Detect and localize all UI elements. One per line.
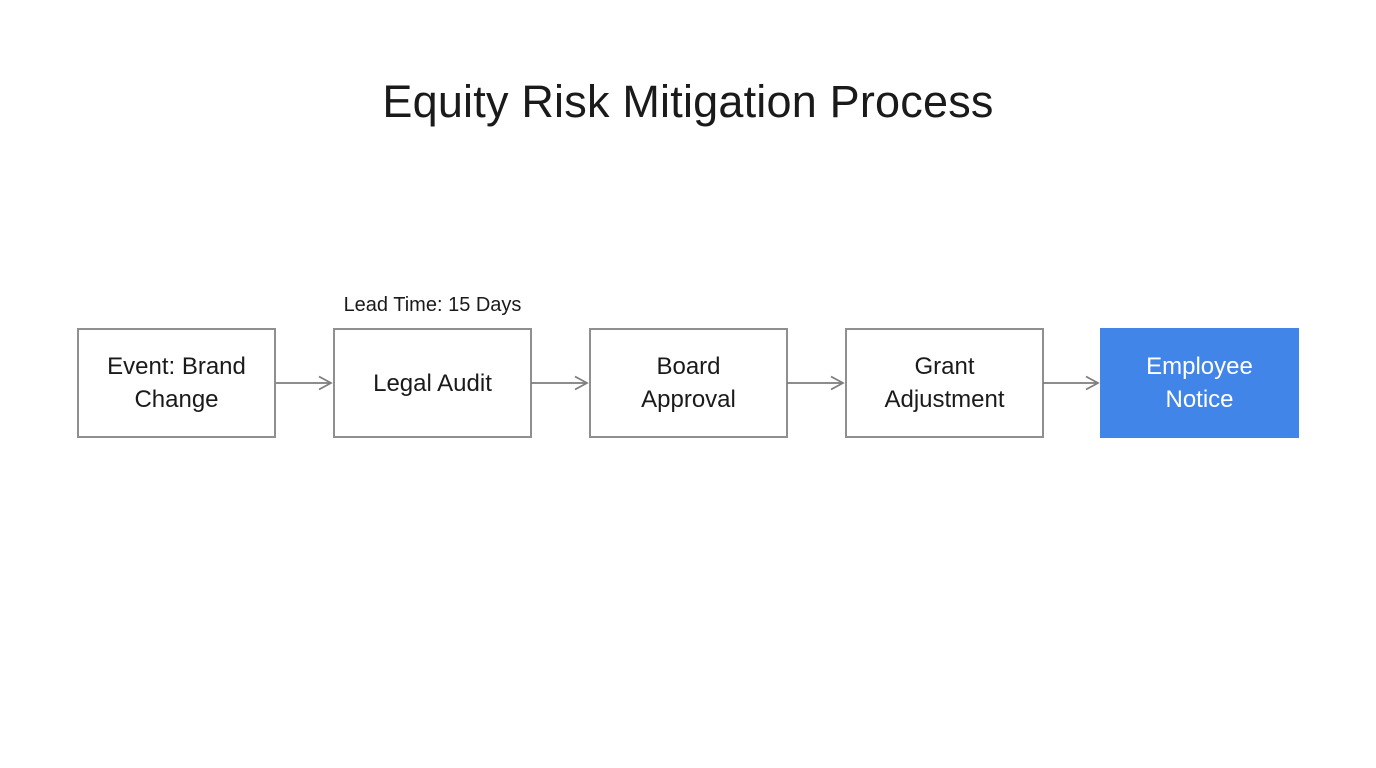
node-grant-adjustment: Grant Adjustment [845,328,1044,438]
node-label: Grant Adjustment [884,353,1005,413]
connector-arrow-3 [787,373,845,393]
connector-arrow-1 [276,373,333,393]
connector-arrow-2 [531,373,589,393]
node-label: Legal Audit [373,369,492,397]
node-label: Event: Brand Change [107,353,246,413]
connector-arrow-4 [1043,373,1100,393]
node-event-brand-change: Event: Brand Change [77,328,276,438]
diagram-title: Equity Risk Mitigation Process [382,76,994,127]
node-label: Employee Notice [1146,353,1253,413]
node-label: Board Approval [641,353,736,413]
lead-time-annotation: Lead Time: 15 Days [343,294,522,316]
node-employee-notice: Employee Notice [1100,328,1299,438]
node-legal-audit: Legal Audit [333,328,532,438]
node-board-approval: Board Approval [589,328,788,438]
